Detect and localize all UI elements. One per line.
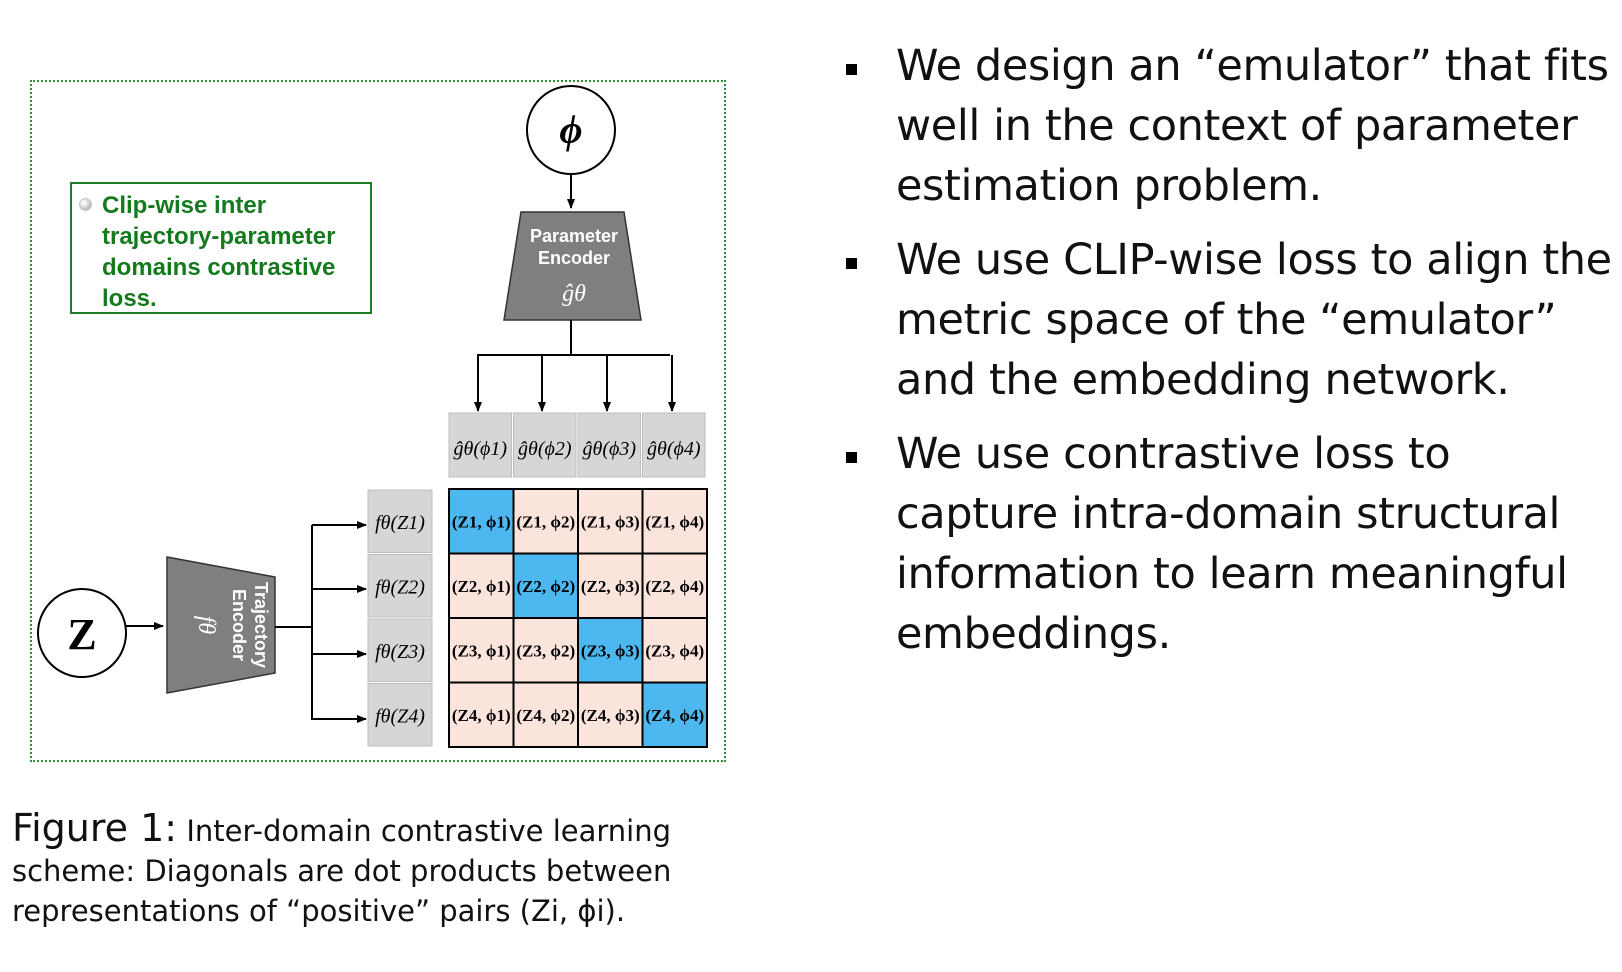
bullet-item-1: We design an “emulator” that fits well i… bbox=[838, 36, 1618, 216]
param-embedding-label-4: ĝθ(ϕ4) bbox=[647, 438, 701, 460]
matrix-cell-label-1-4: (Z1, ϕ4) bbox=[645, 512, 704, 531]
matrix-cell-label-1-2: (Z1, ϕ2) bbox=[516, 512, 575, 531]
z-node bbox=[37, 588, 127, 678]
bullet-square-icon bbox=[846, 258, 857, 269]
matrix-cell bbox=[641, 552, 708, 619]
param-embedding-box-2 bbox=[513, 412, 577, 478]
parameter-encoder-symbol: ĝθ bbox=[562, 281, 586, 307]
traj-embedding-box-2 bbox=[367, 554, 433, 618]
matrix-cell-label-3-3: (Z3, ϕ3) bbox=[581, 641, 640, 660]
parameter-encoder bbox=[503, 211, 642, 321]
trajectory-encoder-symbol: fθ bbox=[193, 616, 219, 635]
matrix-cell-label-2-3: (Z2, ϕ3) bbox=[581, 577, 640, 596]
bullet-text-3: We use contrastive loss to capture intra… bbox=[896, 429, 1568, 659]
trajectory-encoder-line1: Trajectory bbox=[251, 582, 271, 668]
matrix-cell-label-4-2: (Z4, ϕ2) bbox=[516, 706, 575, 725]
traj-embedding-box-4 bbox=[367, 683, 433, 747]
matrix-cell bbox=[448, 681, 515, 748]
traj-embedding-label-1: fθ(Z1) bbox=[375, 512, 425, 534]
bullet-item-2: We use CLIP-wise loss to align the metri… bbox=[838, 230, 1618, 410]
traj-embedding-label-2: fθ(Z2) bbox=[375, 577, 425, 599]
traj-embedding-label-3: fθ(Z3) bbox=[375, 641, 425, 663]
bullet-list: We design an “emulator” that fits well i… bbox=[838, 36, 1618, 678]
traj-embedding-label-4: fθ(Z4) bbox=[375, 706, 425, 728]
param-embedding-label-1: ĝθ(ϕ1) bbox=[454, 438, 508, 460]
matrix-cell-label-2-2: (Z2, ϕ2) bbox=[516, 577, 575, 596]
bullet-square-icon bbox=[846, 452, 857, 463]
matrix-cell bbox=[512, 488, 579, 555]
note-bullet-icon bbox=[79, 198, 92, 211]
param-embedding-box-1 bbox=[448, 412, 512, 478]
note-text: Clip-wise inter trajectory-parameter dom… bbox=[102, 192, 336, 312]
parameter-encoder-line1: Parameter bbox=[530, 226, 618, 246]
matrix-cell-label-4-4: (Z4, ϕ4) bbox=[645, 706, 704, 725]
trajectory-encoder-line2: Encoder bbox=[229, 589, 249, 661]
matrix-cell bbox=[448, 552, 515, 619]
param-embedding-label-3: ĝθ(ϕ3) bbox=[583, 438, 637, 460]
matrix-cell-label-2-4: (Z2, ϕ4) bbox=[645, 577, 704, 596]
param-embedding-box-3 bbox=[577, 412, 641, 478]
matrix-cell-diagonal bbox=[577, 617, 644, 684]
figure-frame bbox=[30, 80, 726, 762]
phi-label: ϕ bbox=[559, 107, 582, 152]
bullet-item-3: We use contrastive loss to capture intra… bbox=[838, 424, 1618, 664]
z-label: Z bbox=[67, 610, 96, 659]
matrix-cell-label-1-1: (Z1, ϕ1) bbox=[452, 512, 511, 531]
parameter-encoder-line2: Encoder bbox=[538, 248, 610, 268]
matrix-cell-label-3-1: (Z3, ϕ1) bbox=[452, 641, 511, 660]
note-box: Clip-wise inter trajectory-parameter dom… bbox=[70, 182, 372, 314]
caption-text: Inter-domain contrastive learning scheme… bbox=[12, 814, 672, 928]
matrix-cell bbox=[512, 617, 579, 684]
trajectory-encoder bbox=[166, 556, 276, 694]
matrix-cell bbox=[448, 617, 515, 684]
bullet-text-2: We use CLIP-wise loss to align the metri… bbox=[896, 235, 1612, 405]
matrix-cell-label-3-2: (Z3, ϕ2) bbox=[516, 641, 575, 660]
traj-embedding-box-1 bbox=[367, 489, 433, 553]
matrix-cell-diagonal bbox=[448, 488, 515, 555]
caption-label: Figure 1: bbox=[12, 806, 178, 850]
matrix-cell-label-3-4: (Z3, ϕ4) bbox=[645, 641, 704, 660]
bullet-square-icon bbox=[846, 64, 857, 75]
figure-caption: Figure 1: Inter-domain contrastive learn… bbox=[12, 808, 752, 931]
param-embedding-label-2: ĝθ(ϕ2) bbox=[518, 438, 572, 460]
matrix-cell-label-2-1: (Z2, ϕ1) bbox=[452, 577, 511, 596]
matrix-cell-label-4-3: (Z4, ϕ3) bbox=[581, 706, 640, 725]
traj-embedding-box-3 bbox=[367, 618, 433, 682]
matrix-cell-label-4-1: (Z4, ϕ1) bbox=[452, 706, 511, 725]
matrix-cell-diagonal bbox=[641, 681, 708, 748]
diagram: ϕ Parameter Encoder ĝθ ĝθ(ϕ1) ĝθ(ϕ2) ĝθ(ϕ3… bbox=[37, 85, 708, 748]
bullet-text-1: We design an “emulator” that fits well i… bbox=[896, 41, 1609, 211]
matrix-cell bbox=[577, 552, 644, 619]
param-embedding-box-4 bbox=[642, 412, 706, 478]
matrix-cell-label-1-3: (Z1, ϕ3) bbox=[581, 512, 640, 531]
